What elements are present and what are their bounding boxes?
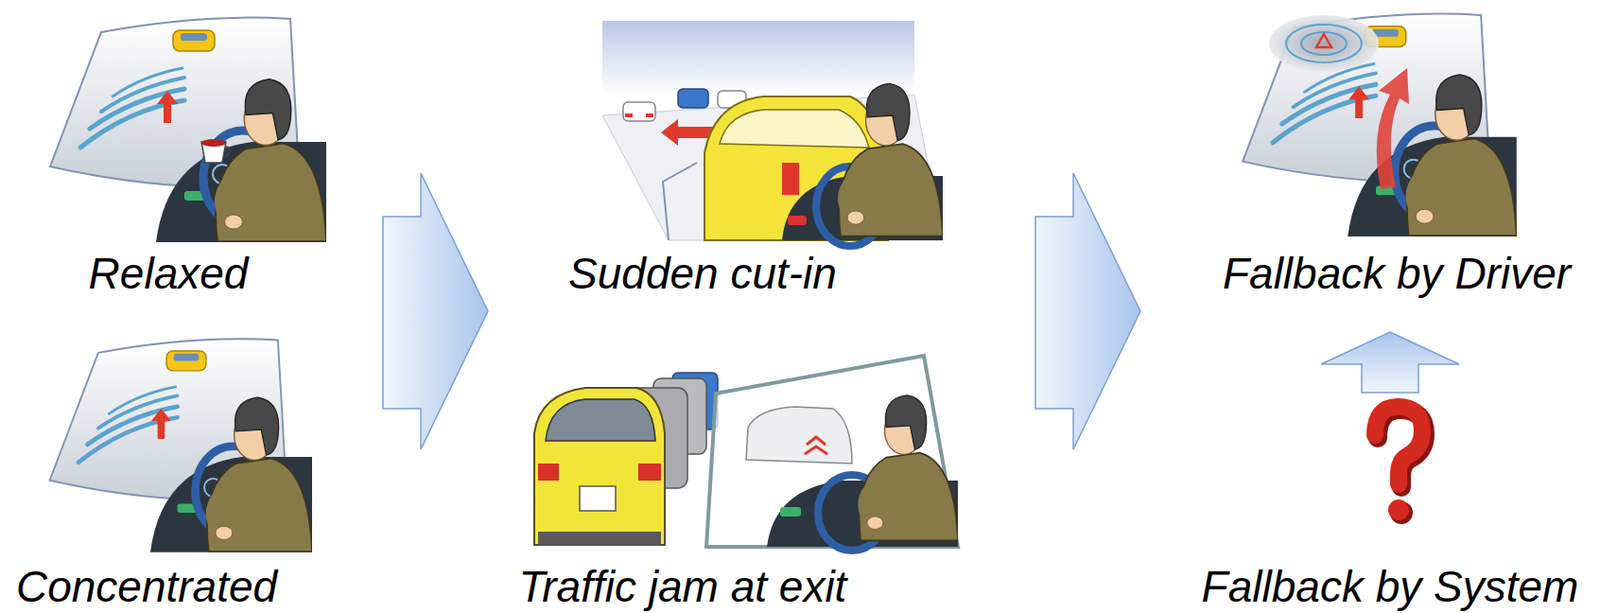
concentrated-scene [50,338,313,553]
question-mark-symbol [1374,406,1426,524]
traffic-jam-scene [534,355,958,551]
up-arrow [1321,331,1460,393]
coffee-cup [201,139,230,163]
scene-caption: Fallback by System [1201,562,1580,611]
scene-caption: Relaxed [88,249,249,298]
fallback-driver-scene [1242,14,1517,237]
block-arrow [382,173,488,450]
block-arrow [1035,173,1141,450]
cut-in-scene [602,20,943,246]
scene-caption: Fallback by Driver [1222,249,1571,298]
scene-caption: Traffic jam at exit [519,562,848,611]
cockpit-illustration [50,338,313,553]
scene-caption: Concentrated [16,562,278,611]
relaxed-scene [50,17,327,243]
cockpit-illustration [50,17,327,243]
scene-caption: Sudden cut-in [568,249,837,298]
cockpit-illustration [1242,14,1517,237]
